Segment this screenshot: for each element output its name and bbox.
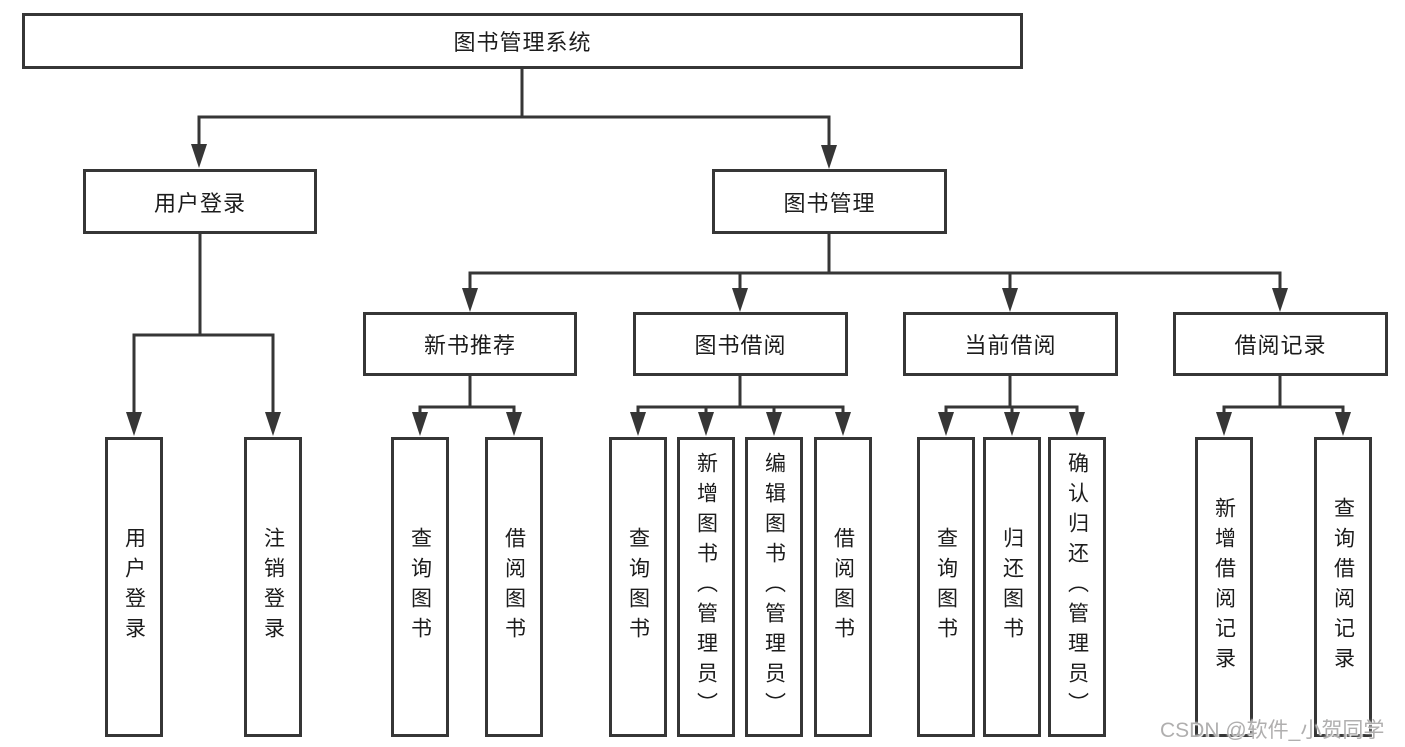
arrow-down-icon bbox=[265, 412, 281, 436]
node-label: 注销登录 bbox=[261, 527, 285, 647]
arrow-down-icon bbox=[1216, 412, 1232, 436]
arrow-down-icon bbox=[732, 288, 748, 312]
node-label: 查询图书 bbox=[408, 527, 432, 647]
node-borrowing-records: 借阅记录 bbox=[1173, 312, 1388, 376]
arrow-down-icon bbox=[766, 412, 782, 436]
node-add-borrow-record: 新增借阅记录 bbox=[1195, 437, 1253, 737]
node-new-book-recommendation: 新书推荐 bbox=[363, 312, 577, 376]
arrow-down-icon bbox=[126, 412, 142, 436]
node-query-books-recommendation: 查询图书 bbox=[391, 437, 449, 737]
node-confirm-return-admin: 确认归还（管理员） bbox=[1048, 437, 1106, 737]
node-borrow-books-recommendation: 借阅图书 bbox=[485, 437, 543, 737]
node-label: 用户登录 bbox=[122, 527, 146, 647]
node-label: 查询借阅记录 bbox=[1331, 497, 1355, 677]
arrow-down-icon bbox=[938, 412, 954, 436]
node-label: 借阅图书 bbox=[502, 527, 526, 647]
node-add-book-admin: 新增图书（管理员） bbox=[677, 437, 735, 737]
node-book-management: 图书管理 bbox=[712, 169, 947, 234]
node-logout-leaf: 注销登录 bbox=[244, 437, 302, 737]
node-library-management-system: 图书管理系统 bbox=[22, 13, 1023, 69]
node-label: 新增图书（管理员） bbox=[694, 452, 718, 722]
node-query-books-borrowing: 查询图书 bbox=[609, 437, 667, 737]
node-book-borrowing: 图书借阅 bbox=[633, 312, 848, 376]
arrow-down-icon bbox=[191, 144, 207, 168]
node-user-login-leaf: 用户登录 bbox=[105, 437, 163, 737]
arrow-down-icon bbox=[1002, 288, 1018, 312]
node-borrow-books-borrowing: 借阅图书 bbox=[814, 437, 872, 737]
node-current-borrowing: 当前借阅 bbox=[903, 312, 1118, 376]
node-edit-book-admin: 编辑图书（管理员） bbox=[745, 437, 803, 737]
arrow-down-icon bbox=[1069, 412, 1085, 436]
arrow-down-icon bbox=[1272, 288, 1288, 312]
node-label: 编辑图书（管理员） bbox=[762, 452, 786, 722]
arrow-down-icon bbox=[506, 412, 522, 436]
arrow-down-icon bbox=[1004, 412, 1020, 436]
node-label: 当前借阅 bbox=[964, 333, 1057, 358]
node-query-books-current: 查询图书 bbox=[917, 437, 975, 737]
node-label: 图书借阅 bbox=[694, 333, 787, 358]
node-label: 查询图书 bbox=[934, 527, 958, 647]
node-label: 用户登录 bbox=[153, 190, 246, 216]
node-query-borrow-record: 查询借阅记录 bbox=[1314, 437, 1372, 737]
node-label: 查询图书 bbox=[626, 527, 650, 647]
node-label: 确认归还（管理员） bbox=[1065, 452, 1089, 722]
node-label: 归还图书 bbox=[1000, 527, 1024, 647]
arrow-down-icon bbox=[835, 412, 851, 436]
arrow-down-icon bbox=[412, 412, 428, 436]
node-label: 图书管理系统 bbox=[453, 30, 592, 55]
node-label: 借阅图书 bbox=[831, 527, 855, 647]
node-label: 新书推荐 bbox=[423, 333, 516, 358]
node-label: 借阅记录 bbox=[1234, 333, 1327, 358]
node-return-books: 归还图书 bbox=[983, 437, 1041, 737]
arrow-down-icon bbox=[1335, 412, 1351, 436]
arrow-down-icon bbox=[698, 412, 714, 436]
arrow-down-icon bbox=[630, 412, 646, 436]
csdn-watermark: CSDN @软件_小贺同学 bbox=[1160, 719, 1385, 742]
arrow-down-icon bbox=[821, 145, 837, 169]
node-user-login: 用户登录 bbox=[83, 169, 317, 234]
node-label: 新增借阅记录 bbox=[1212, 497, 1236, 677]
arrow-down-icon bbox=[462, 288, 478, 312]
node-label: 图书管理 bbox=[783, 190, 876, 216]
